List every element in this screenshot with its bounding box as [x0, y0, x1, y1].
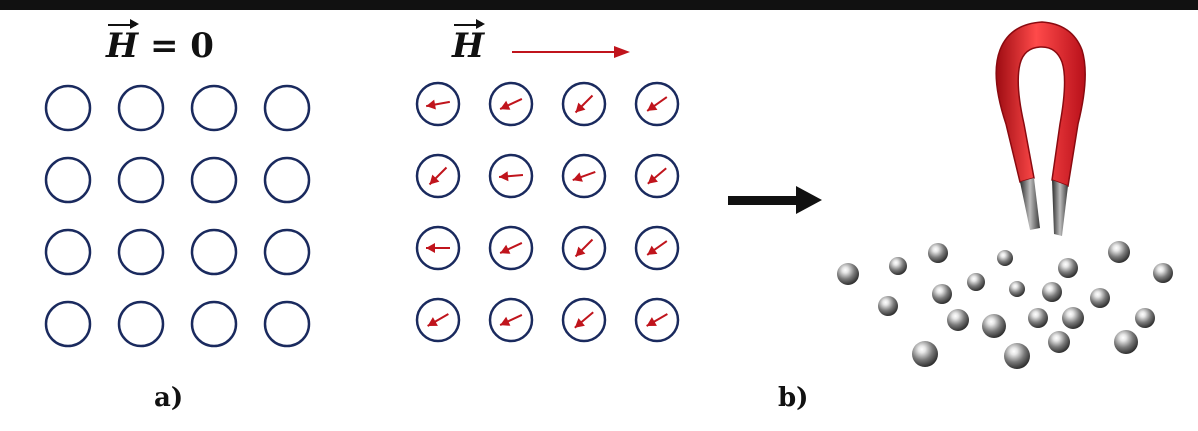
steel-ball-icon [1135, 308, 1155, 328]
steel-ball-icon [1028, 308, 1048, 328]
domain-circle [117, 156, 165, 204]
steel-ball-icon [928, 243, 948, 263]
field-vector-symbol-a: H [106, 19, 140, 66]
right-arrow-icon [728, 186, 822, 214]
steel-ball-icon [837, 263, 859, 285]
magnetic-domain [488, 81, 534, 127]
steel-ball-icon [982, 314, 1006, 338]
steel-ball-icon [997, 250, 1013, 266]
domain-circle [263, 84, 311, 132]
field-value: = 0 [149, 26, 214, 66]
steel-ball-icon [1009, 281, 1025, 297]
domain-circle [190, 84, 238, 132]
magnetic-domain [415, 81, 461, 127]
steel-ball-icon [932, 284, 952, 304]
domain-grid-magnetized [415, 81, 680, 343]
magnetic-domain [415, 297, 461, 343]
domain-circle [190, 228, 238, 276]
steel-ball-icon [1048, 331, 1070, 353]
magnetic-domain [488, 153, 534, 199]
magnetic-domain [561, 225, 607, 271]
domain-circle [190, 156, 238, 204]
magnetic-domain [634, 81, 680, 127]
magnetic-domain [634, 225, 680, 271]
magnet-icon [995, 21, 1086, 236]
steel-ball-icon [1004, 343, 1030, 369]
magnetic-domain [561, 297, 607, 343]
steel-ball-icon [1058, 258, 1078, 278]
domain-circle [117, 228, 165, 276]
steel-ball-group [837, 241, 1173, 369]
magnetic-domain [488, 297, 534, 343]
steel-ball-icon [1108, 241, 1130, 263]
steel-ball-icon [1042, 282, 1062, 302]
domain-circle [263, 156, 311, 204]
domain-circle [190, 300, 238, 348]
domain-grid-unmagnetized [44, 84, 311, 348]
domain-circle [44, 228, 92, 276]
magnetic-domain [561, 153, 607, 199]
magnetic-domain [634, 153, 680, 199]
magnetic-domain [634, 297, 680, 343]
caption-b: b) [778, 383, 809, 413]
steel-ball-icon [1090, 288, 1110, 308]
steel-ball-icon [889, 257, 907, 275]
domain-circle [117, 84, 165, 132]
steel-ball-icon [967, 273, 985, 291]
domain-circle [263, 300, 311, 348]
domain-circle [117, 300, 165, 348]
steel-ball-icon [947, 309, 969, 331]
domain-circle [44, 84, 92, 132]
magnetic-domain [488, 225, 534, 271]
magnetic-domain [561, 81, 607, 127]
steel-ball-icon [1153, 263, 1173, 283]
applied-field-arrow [512, 46, 630, 58]
field-zero-label: H = 0 [106, 19, 214, 66]
domain-circle [263, 228, 311, 276]
steel-ball-icon [1062, 307, 1084, 329]
domain-circle [44, 156, 92, 204]
steel-ball-icon [912, 341, 938, 367]
magnetic-domain [415, 153, 461, 199]
top-rule [0, 0, 1198, 10]
domain-circle [44, 300, 92, 348]
magnetic-domain [415, 225, 461, 271]
steel-ball-icon [878, 296, 898, 316]
steel-ball-icon [1114, 330, 1138, 354]
field-label-b: H [452, 19, 486, 66]
field-vector-symbol-b: H [452, 19, 486, 66]
caption-a: a) [154, 383, 184, 413]
